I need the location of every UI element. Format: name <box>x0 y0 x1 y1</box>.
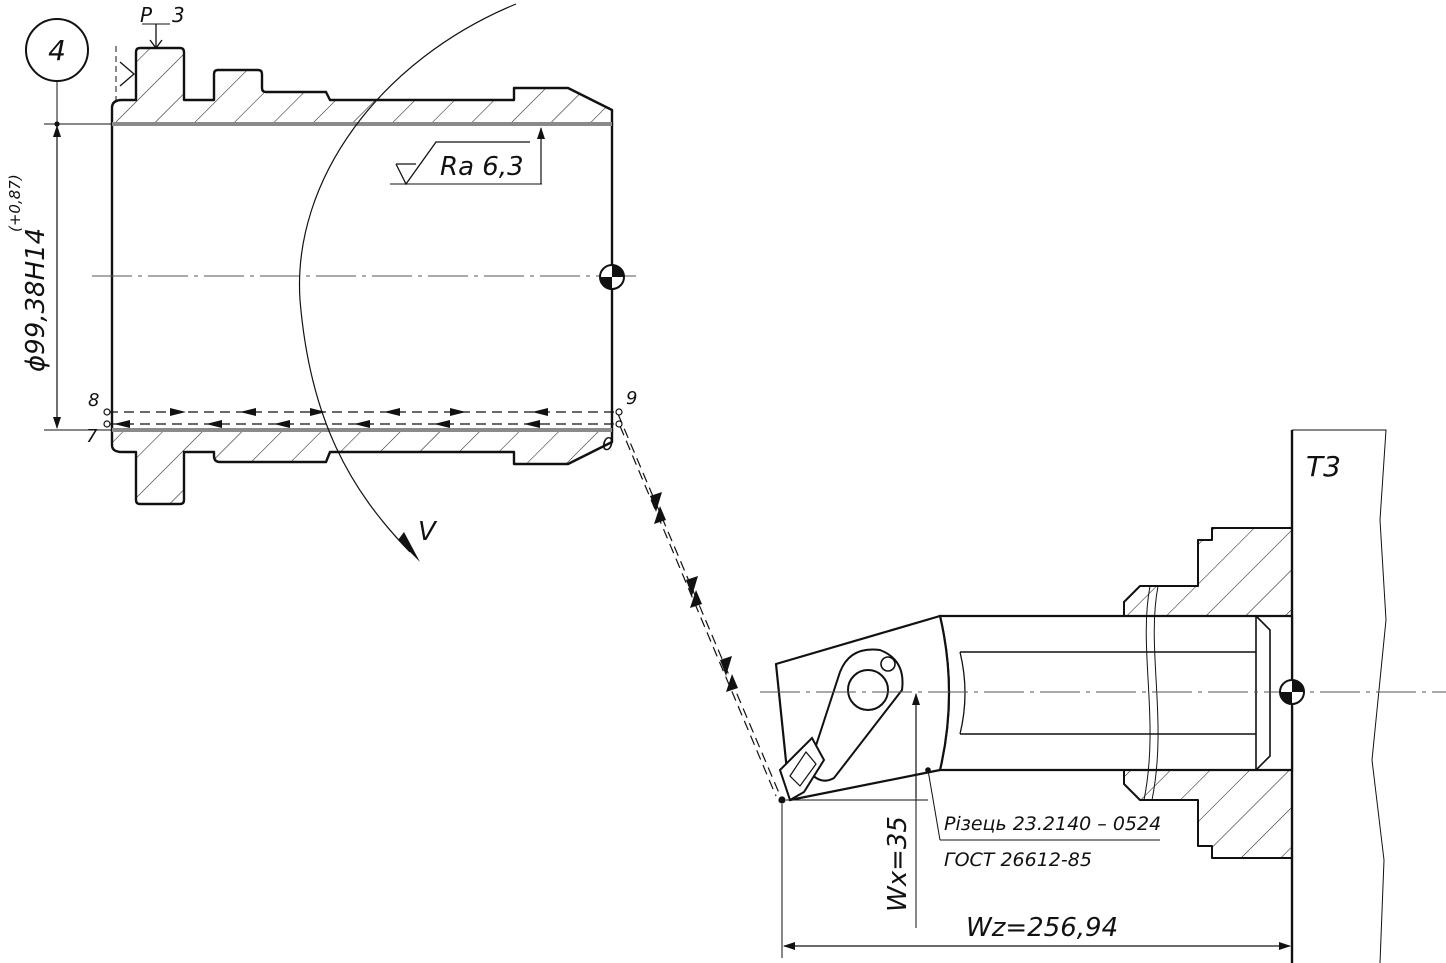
point-9-label: 9 <box>626 388 637 409</box>
turret <box>1123 429 1387 963</box>
workpiece <box>92 46 640 506</box>
workpiece-upper-wall <box>110 46 614 126</box>
workpiece-lower-wall <box>110 428 614 506</box>
point-0-label: 0 <box>602 434 613 455</box>
toolpath <box>103 408 783 801</box>
tool-leader <box>925 767 1160 841</box>
cutting-speed-arc <box>298 3 517 553</box>
clamping-count-label: 3 <box>172 3 185 27</box>
tool-head <box>774 614 951 804</box>
wz-dimension <box>781 804 1291 958</box>
clamping-symbol <box>115 23 170 104</box>
workpiece-center-mark <box>599 264 625 290</box>
roughness-symbol <box>390 127 545 186</box>
wz-label: Wz=256,94 <box>966 913 1118 943</box>
tool-name-label: Різець 23.2140 – 0524 <box>944 813 1161 835</box>
point-8-label: 8 <box>88 390 99 411</box>
tool-standard-label: ГОСТ 26612-85 <box>944 849 1092 871</box>
bore-tolerance-label: (+0,87) <box>6 174 24 232</box>
cutting-speed-arrowhead <box>398 532 420 562</box>
boring-bar <box>938 585 1294 801</box>
roughness-label: Ra 6,3 <box>440 152 524 182</box>
tool-center-mark <box>1279 679 1305 705</box>
turret-label: T3 <box>1306 450 1341 483</box>
cutting-speed-label: V <box>418 517 438 547</box>
clamping-force-label: P <box>140 3 153 27</box>
operation-step-number: 4 <box>48 34 66 67</box>
point-7-label: 7 <box>86 426 98 447</box>
operation-step-badge <box>25 18 89 124</box>
bore-diameter-dimension <box>44 121 112 431</box>
bore-diameter-label: ϕ99,38H14 <box>21 228 51 372</box>
workpiece-bore <box>110 122 614 432</box>
wx-dimension <box>786 693 928 928</box>
wx-label: Wx=35 <box>883 816 913 912</box>
